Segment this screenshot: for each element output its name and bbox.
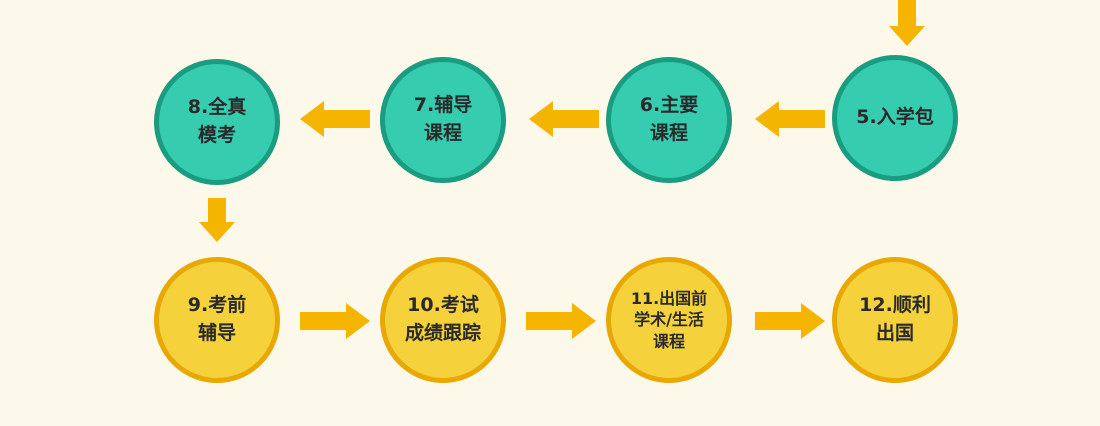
step-12-label-line1: 12.顺利 (859, 294, 931, 317)
step-10-label-line2: 成绩跟踪 (404, 322, 481, 344)
step-12-node: 12.顺利 出国 (832, 257, 958, 383)
step-6-label-line1: 6.主要 (639, 94, 699, 117)
step-7-label-line1: 7.辅导 (413, 94, 473, 117)
arrow-right-10-to-11 (526, 303, 596, 339)
step-5-node: 5.入学包 (832, 55, 958, 181)
step-5-label: 5.入学包 (856, 106, 934, 129)
step-6-label-line2: 课程 (649, 122, 688, 144)
step-8-label-line2: 模考 (197, 124, 236, 146)
step-8-node: 8.全真 模考 (154, 59, 280, 185)
step-10-node: 10.考试 成绩跟踪 (380, 257, 506, 383)
step-11-label-line1: 11.出国前 (630, 288, 708, 308)
step-11-label-line2: 学术/生活 (634, 310, 704, 330)
step-9-label-line2: 辅导 (197, 322, 236, 344)
step-8-label-line1: 8.全真 (187, 96, 247, 119)
arrow-right-11-to-12 (755, 303, 825, 339)
step-11-node: 11.出国前 学术/生活 课程 (606, 257, 732, 383)
step-10-label-line1: 10.考试 (407, 294, 479, 317)
arrow-left-6-to-7 (529, 101, 599, 137)
step-7-label-line2: 课程 (423, 122, 462, 144)
step-9-label-line1: 9.考前 (187, 294, 247, 317)
step-11-label-line3: 课程 (652, 331, 685, 351)
arrow-down-incoming (889, 0, 925, 46)
arrow-left-7-to-8 (300, 101, 370, 137)
step-9-node: 9.考前 辅导 (154, 257, 280, 383)
arrow-left-5-to-6 (755, 101, 825, 137)
step-12-label-line2: 出国 (875, 322, 914, 344)
step-7-node: 7.辅导 课程 (380, 57, 506, 183)
step-6-node: 6.主要 课程 (606, 57, 732, 183)
arrow-right-9-to-10 (300, 303, 370, 339)
arrow-down-8-to-9 (199, 198, 235, 242)
